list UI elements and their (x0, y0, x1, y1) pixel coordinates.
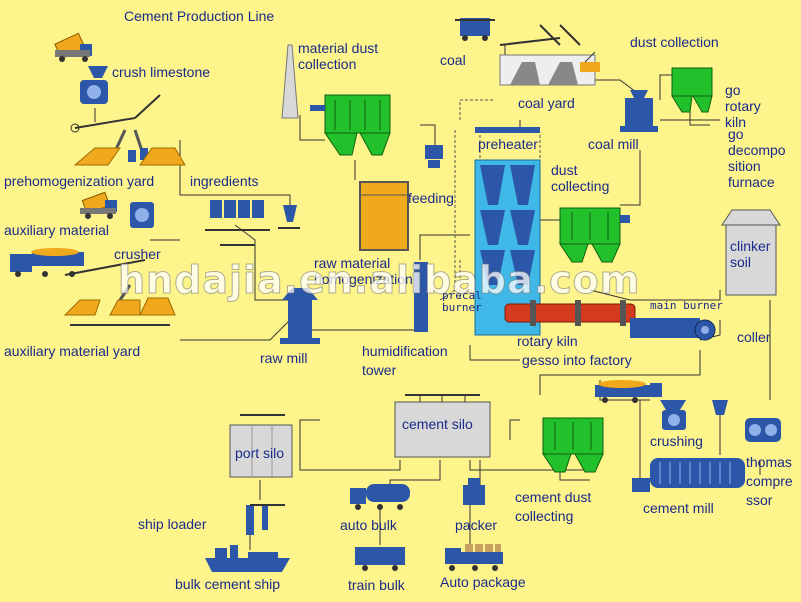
feeding-icon (425, 145, 443, 168)
label-go-decomposition-furnace: go decompo sition furnace (728, 126, 786, 190)
label-raw-mill: raw mill (260, 350, 308, 366)
coal-dust-collector (671, 67, 713, 113)
label-ship-loader: ship loader (138, 516, 207, 532)
port-silo (229, 414, 293, 478)
auxiliary-crusher-icon (130, 202, 154, 228)
coal-conveyor-icon (499, 24, 581, 46)
auxiliary-conveyor-icon (64, 259, 146, 301)
label-crushing: crushing (650, 433, 703, 449)
label-preheater: preheater (478, 136, 538, 152)
ship-loader-icon (246, 504, 285, 535)
label-packer: packer (455, 517, 498, 533)
label-clinker-soil: clinker soil (730, 238, 771, 270)
label-prehomogenization-yard: prehomogenization yard (4, 173, 155, 189)
label-auxiliary-material: auxiliary material (4, 222, 110, 238)
long-truck-icon (10, 248, 84, 277)
label-train-bulk: train bulk (348, 577, 405, 593)
rotary-kiln-icon (504, 300, 636, 326)
stacker-reclaimer-icon (110, 129, 148, 162)
coal-mill-icon (620, 90, 658, 132)
humidification-tower-icon (414, 262, 428, 332)
label-cement-mill: cement mill (643, 500, 714, 516)
label-material-dust-collection: material dust collection (298, 40, 379, 72)
cement-mill-icon (632, 458, 745, 492)
prehomogenization-piles (73, 147, 186, 166)
auxiliary-truck-icon (80, 191, 117, 219)
label-coller: coller (737, 329, 771, 345)
homogenization-silo (359, 181, 409, 251)
label-auto-package: Auto package (440, 574, 526, 590)
packer-icon (463, 478, 485, 505)
auto-package-truck-icon (445, 544, 503, 571)
ingredient-bins-icon (205, 200, 300, 246)
diagram-title: Cement Production Line (124, 8, 275, 24)
label-port-silo: port silo (235, 445, 285, 461)
gesso-truck-icon (595, 380, 662, 403)
material-dust-collector (310, 94, 391, 156)
label-rotary-kiln: rotary kiln (517, 333, 578, 349)
label-coal-mill: coal mill (588, 136, 639, 152)
chimney-icon (281, 44, 299, 119)
label-go-rotary-kiln: go rotary kiln (725, 82, 761, 130)
limestone-crusher-icon (80, 66, 108, 104)
clinker-silo (721, 209, 781, 296)
label-dust-collection: dust collection (630, 34, 719, 50)
auto-bulk-truck-icon (350, 484, 410, 510)
kiln-dust-collector (559, 207, 630, 263)
label-raw-material-homogenization: raw material homogenization (314, 255, 413, 287)
cooler-icon (630, 318, 716, 341)
cement-silo (394, 394, 491, 458)
limestone-conveyor-icon (70, 94, 161, 133)
label-crush-limestone: crush limestone (112, 64, 211, 80)
cement-dust-collector (542, 417, 604, 473)
label-coal: coal (440, 52, 466, 68)
train-bulk-icon (355, 547, 405, 571)
label-humidification-tower: humidification tower (362, 343, 448, 378)
label-precal-burner: precal burner (442, 289, 482, 314)
label-thomas-compressor: thomas compre ssor (746, 454, 793, 508)
label-bulk-cement-ship: bulk cement ship (175, 576, 281, 592)
label-main-burner: main burner (650, 299, 723, 312)
gesso-crusher-icon (660, 400, 728, 430)
label-auto-bulk: auto bulk (340, 517, 397, 533)
label-gesso-into-factory: gesso into factory (522, 352, 632, 368)
compressor-icon (745, 418, 781, 442)
raw-mill-icon (280, 288, 320, 344)
label-auxiliary-material-yard: auxiliary material yard (4, 343, 141, 359)
label-coal-yard: coal yard (518, 95, 575, 111)
label-feeding: feeding (408, 190, 454, 206)
limestone-truck-icon (54, 32, 92, 62)
label-cement-dust-collecting: cement dust collecting (515, 489, 592, 524)
cement-ship-icon (205, 545, 290, 572)
label-cement-silo: cement silo (402, 416, 473, 432)
coal-yard-icon (499, 51, 600, 86)
auxiliary-yard-piles (63, 297, 176, 326)
label-crusher: crusher (114, 246, 161, 262)
label-ingredients: ingredients (190, 173, 259, 189)
coal-crane-icon (455, 18, 495, 41)
label-dust-collecting: dust collecting (551, 162, 610, 194)
watermark: hndajia.en.alibaba.com (117, 258, 641, 303)
